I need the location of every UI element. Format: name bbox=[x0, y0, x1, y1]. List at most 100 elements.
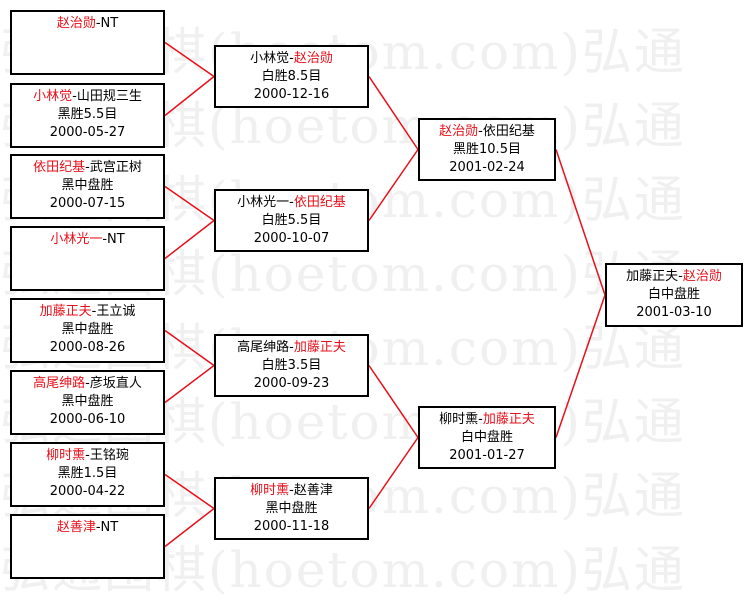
match-players: 小林觉-山田规三生 bbox=[12, 88, 163, 106]
match-result: 黑胜5.5目 bbox=[57, 107, 118, 122]
bracket-connector bbox=[555, 149, 606, 296]
winner-name: 柳时熏 bbox=[250, 483, 290, 498]
match-players: 柳时熏-王铭琬 bbox=[12, 447, 163, 465]
match-result: 黑中盘胜 bbox=[61, 322, 114, 337]
bracket-connector bbox=[368, 365, 419, 438]
opponent-name: -王铭琬 bbox=[85, 448, 129, 463]
opponent-name: -依田纪基 bbox=[478, 124, 535, 139]
opponent-name: -王立诚 bbox=[91, 304, 136, 319]
winner-name: 赵治勋 bbox=[293, 51, 333, 66]
match-result: 白中盘胜 bbox=[460, 430, 513, 445]
match-date: 2000-04-22 bbox=[49, 484, 126, 499]
match-date: 2001-01-27 bbox=[449, 448, 525, 463]
bracket-connector bbox=[555, 294, 606, 438]
bracket-connector bbox=[164, 507, 215, 548]
match-result: 白胜5.5目 bbox=[261, 213, 322, 228]
bracket-canvas: 弘通围棋(hoetom.com)弘通弘通围棋(hoetom.com)弘通弘通围棋… bbox=[0, 10, 743, 599]
winner-name: 赵治勋 bbox=[439, 124, 479, 139]
match-result: 白胜3.5目 bbox=[261, 358, 322, 373]
match-date: 2000-11-18 bbox=[253, 519, 330, 534]
match-players: 小林光一-依田纪基 bbox=[216, 194, 367, 212]
opponent-name: 柳时熏- bbox=[439, 412, 483, 427]
match-date: 2000-05-27 bbox=[49, 125, 126, 140]
bracket-connector bbox=[164, 364, 215, 404]
match-players: 柳时熏-赵善津 bbox=[216, 482, 367, 500]
opponent-name: 小林光一- bbox=[237, 195, 294, 210]
opponent-name: 高尾绅路- bbox=[237, 340, 294, 355]
winner-name: 高尾绅路 bbox=[33, 376, 86, 391]
match-players: 小林觉-赵治勋 bbox=[216, 50, 367, 68]
winner-name: 小林光一 bbox=[50, 232, 103, 247]
match-result: 黑中盘胜 bbox=[61, 394, 114, 409]
opponent-name: -山田规三生 bbox=[72, 89, 142, 104]
bracket-connector bbox=[368, 149, 419, 221]
match-players: 柳时熏-加藤正夫 bbox=[420, 411, 554, 429]
match-players: 依田纪基-武宫正树 bbox=[12, 159, 163, 177]
match-date: 2000-10-07 bbox=[253, 231, 330, 246]
match-box-r1-8: 赵善津-NT bbox=[10, 514, 165, 579]
match-players: 加藤正夫-王立诚 bbox=[12, 303, 163, 321]
opponent-name: -武宫正树 bbox=[85, 160, 142, 175]
bracket-connector bbox=[164, 185, 215, 222]
bracket-connector bbox=[164, 219, 215, 260]
match-result: 白中盘胜 bbox=[647, 287, 700, 302]
opponent-name: 小林觉- bbox=[250, 51, 294, 66]
winner-name: 依田纪基 bbox=[293, 195, 346, 210]
match-date: 2001-02-24 bbox=[449, 160, 525, 175]
bracket-connector bbox=[368, 437, 419, 509]
match-date: 2001-03-10 bbox=[636, 305, 712, 320]
winner-name: 赵治勋 bbox=[56, 16, 96, 31]
bracket-connector bbox=[368, 76, 419, 150]
match-result: 黑胜10.5目 bbox=[453, 142, 521, 157]
opponent-name: -NT bbox=[102, 232, 125, 247]
winner-name: 依田纪基 bbox=[33, 160, 86, 175]
winner-name: 柳时熏 bbox=[46, 448, 86, 463]
match-result: 白胜8.5目 bbox=[261, 69, 322, 84]
match-players: 高尾绅路-加藤正夫 bbox=[216, 339, 367, 357]
match-players: 赵治勋-依田纪基 bbox=[420, 123, 554, 141]
match-result: 黑中盘胜 bbox=[265, 501, 318, 516]
winner-name: 赵善津 bbox=[56, 520, 96, 535]
match-result: 黑胜1.5目 bbox=[57, 466, 118, 481]
bracket-connector bbox=[164, 329, 215, 367]
match-box-r1-1: 赵治勋-NT bbox=[10, 10, 165, 75]
match-date: 2000-08-26 bbox=[49, 340, 126, 355]
match-players: 赵治勋-NT bbox=[12, 15, 163, 33]
bracket-links bbox=[164, 41, 606, 548]
match-date: 2000-07-15 bbox=[49, 196, 126, 211]
match-result: 黑中盘胜 bbox=[61, 178, 114, 193]
opponent-name: -赵善津 bbox=[289, 483, 333, 498]
opponent-name: -NT bbox=[95, 520, 119, 535]
match-players: 高尾绅路-彦坂直人 bbox=[12, 375, 163, 393]
match-date: 2000-09-23 bbox=[253, 376, 330, 391]
match-box-r1-4: 小林光一-NT bbox=[10, 226, 165, 291]
match-date: 2000-12-16 bbox=[253, 87, 330, 102]
winner-name: 赵治勋 bbox=[682, 269, 722, 284]
winner-name: 加藤正夫 bbox=[293, 340, 346, 355]
match-players: 赵善津-NT bbox=[12, 519, 163, 537]
match-players: 小林光一-NT bbox=[12, 231, 163, 249]
match-date: 2000-06-10 bbox=[49, 412, 126, 427]
bracket-connector bbox=[164, 41, 215, 78]
winner-name: 加藤正夫 bbox=[39, 304, 92, 319]
winner-name: 小林觉 bbox=[33, 89, 73, 104]
bracket-connector bbox=[164, 75, 215, 117]
winner-name: 加藤正夫 bbox=[482, 412, 535, 427]
opponent-name: 加藤正夫- bbox=[626, 269, 683, 284]
opponent-name: -彦坂直人 bbox=[85, 376, 142, 391]
opponent-name: -NT bbox=[95, 16, 119, 31]
bracket-connector bbox=[164, 473, 215, 510]
match-players: 加藤正夫-赵治勋 bbox=[607, 268, 741, 286]
